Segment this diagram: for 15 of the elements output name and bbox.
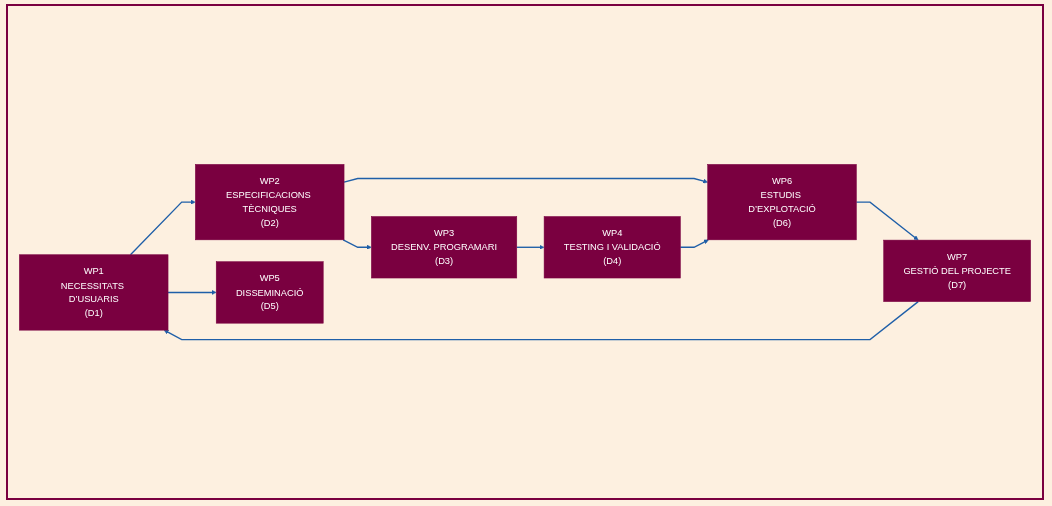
arrow <box>679 239 709 248</box>
arrow <box>167 290 217 295</box>
arrow <box>129 199 196 256</box>
node-box: WP1 NECESSITATS D’USUARIS (D1) <box>19 254 169 331</box>
node-box: WP7 GESTIÓ DEL PROJECTE (D7) <box>883 239 1031 302</box>
arrow <box>343 177 708 184</box>
arrow <box>516 244 545 250</box>
node-box: WP3 DESENV. PROGRAMARI (D3) <box>371 216 518 279</box>
node-box: WP5 DISSEMINACIÓ (D5) <box>215 261 324 324</box>
node-box: WP6 ESTUDIS D’EXPLOTACIÓ (D6) <box>707 164 857 241</box>
arrow <box>163 300 919 341</box>
node-box: WP4 TESTING I VALIDACIÓ (D4) <box>543 216 681 279</box>
arrow <box>855 201 919 241</box>
arrow <box>342 239 372 250</box>
node-box: WP2 ESPECIFICACIONS TÈCNIQUES (D2) <box>195 164 345 241</box>
